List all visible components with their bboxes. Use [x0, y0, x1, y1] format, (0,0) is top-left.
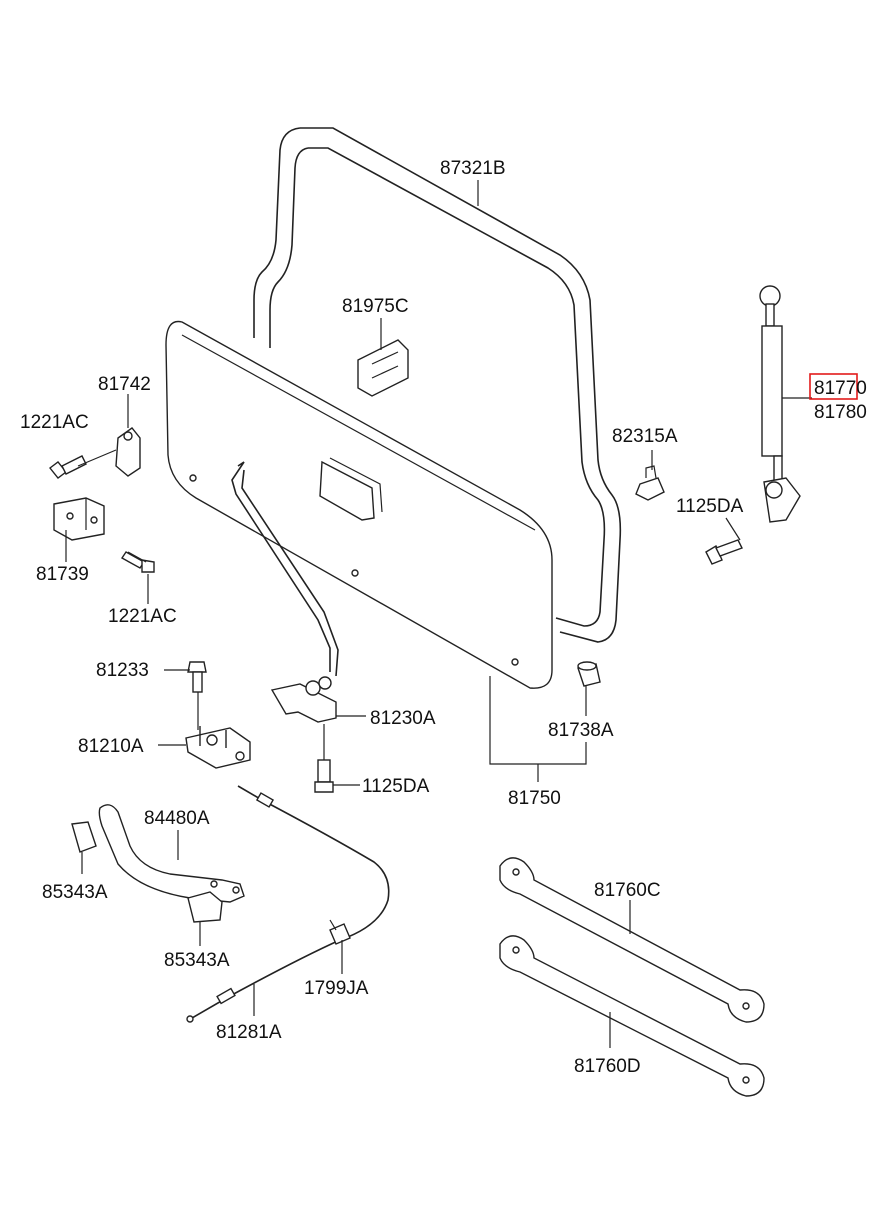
label-85343A-bottom[interactable]: 85343A — [164, 950, 230, 971]
weatherstrip-87321B[interactable] — [253, 127, 622, 643]
label-81750[interactable]: 81750 — [508, 788, 561, 809]
label-81975C[interactable]: 81975C — [342, 296, 409, 317]
label-81760D[interactable]: 81760D — [574, 1056, 641, 1077]
label-1221AC-bottom[interactable]: 1221AC — [108, 606, 177, 627]
clip-82315A[interactable] — [635, 465, 665, 501]
linkage-rod[interactable] — [231, 461, 339, 677]
label-84480A[interactable]: 84480A — [144, 808, 210, 829]
release-cable-81281A[interactable] — [186, 785, 390, 1023]
hinge-81230A[interactable] — [270, 676, 337, 723]
latch-81210A[interactable] — [185, 726, 251, 769]
screw-1221AC-bottom[interactable] — [120, 551, 155, 573]
label-81780[interactable]: 81780 — [814, 402, 867, 423]
label-82315A[interactable]: 82315A — [612, 426, 678, 447]
label-1799JA[interactable]: 1799JA — [304, 978, 369, 999]
leader-lines — [65, 180, 812, 1048]
strap-81760C[interactable] — [499, 857, 765, 1023]
label-81233[interactable]: 81233 — [96, 660, 149, 681]
label-81210A[interactable]: 81210A — [78, 736, 144, 757]
bracket-81739[interactable] — [53, 497, 105, 541]
label-87321B[interactable]: 87321B — [440, 158, 506, 179]
label-81281A[interactable]: 81281A — [216, 1022, 282, 1043]
label-1125DA-mid[interactable]: 1125DA — [362, 776, 430, 797]
label-1125DA-right[interactable]: 1125DA — [676, 496, 744, 517]
highlight-box — [809, 373, 858, 400]
label-85343A-left[interactable]: 85343A — [42, 882, 108, 903]
label-81230A[interactable]: 81230A — [370, 708, 436, 729]
clip-81975C[interactable] — [357, 339, 409, 397]
label-81738A[interactable]: 81738A — [548, 720, 614, 741]
grip-handle-84480A[interactable] — [98, 804, 245, 903]
bolt-1125DA-mid[interactable] — [314, 759, 334, 793]
label-81742[interactable]: 81742 — [98, 374, 151, 395]
cover-85343A-bottom[interactable] — [187, 891, 223, 923]
pull-handle-recess[interactable] — [319, 457, 383, 521]
label-81739[interactable]: 81739 — [36, 564, 89, 585]
bumper-81738A[interactable] — [577, 661, 601, 687]
cover-85343A-left[interactable] — [71, 821, 97, 853]
label-81760C[interactable]: 81760C — [594, 880, 661, 901]
strap-81760D[interactable] — [499, 935, 765, 1097]
bolt-81233[interactable] — [187, 661, 207, 693]
gas-strut-81770[interactable] — [759, 285, 801, 523]
label-1221AC-top[interactable]: 1221AC — [20, 412, 89, 433]
bolt-1125DA-right[interactable] — [705, 539, 743, 565]
screw-1221AC-top[interactable] — [49, 455, 87, 479]
clip-1799JA[interactable] — [329, 919, 351, 945]
bracket-81742[interactable] — [115, 427, 141, 477]
label-81770[interactable]: 81770 — [814, 378, 867, 399]
